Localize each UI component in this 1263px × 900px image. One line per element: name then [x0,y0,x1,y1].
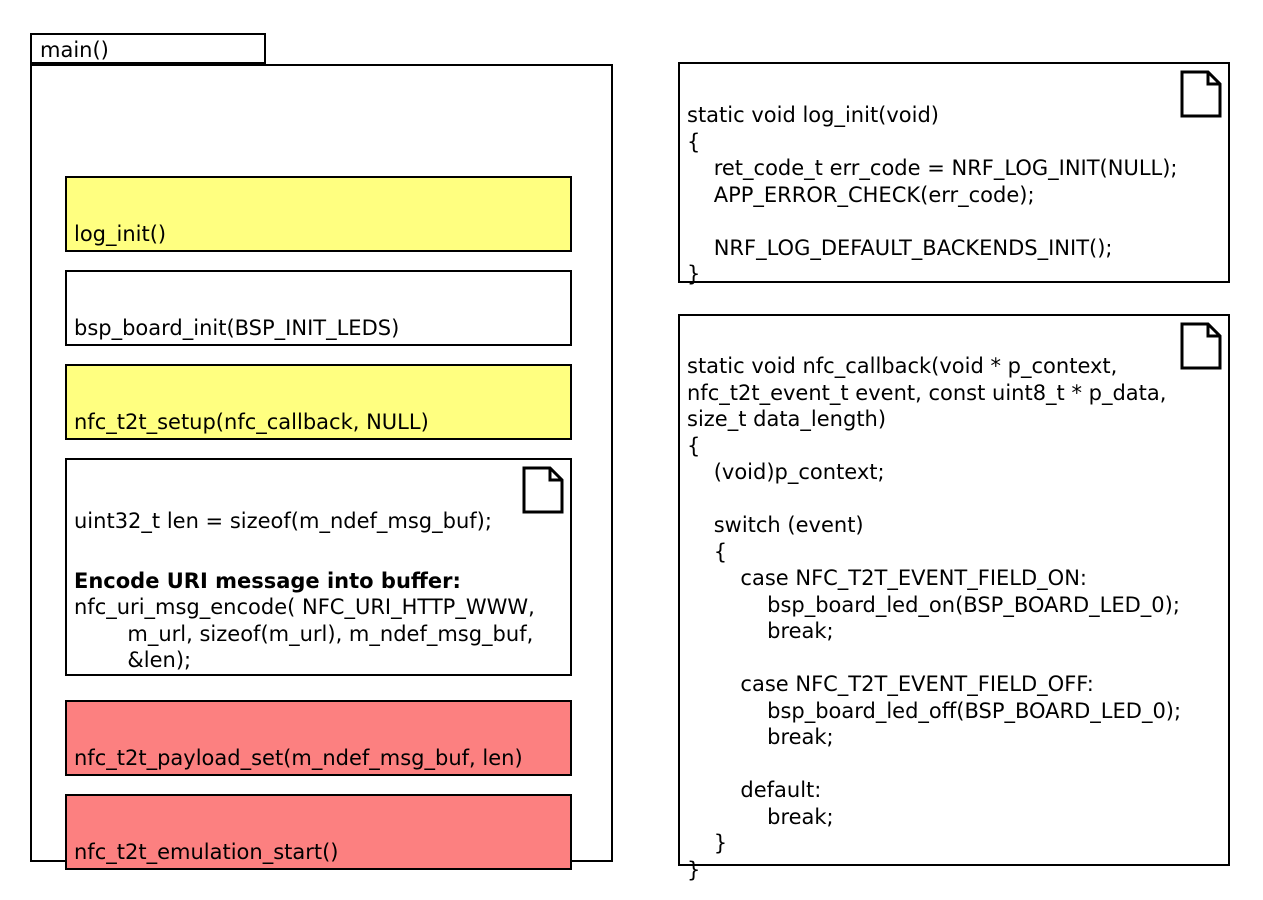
main-frame-tab-label: main() [40,38,109,62]
step-encode-uri-heading: Encode URI message into buffer: [74,569,461,593]
step-nfc-t2t-setup-label: nfc_t2t_setup(nfc_callback, NULL) [74,410,429,434]
note-nfc-callback[interactable]: static void nfc_callback(void * p_contex… [678,314,1230,882]
note-log-init-code: static void log_init(void) { ret_code_t … [687,103,1178,286]
step-log-init[interactable]: log_init() [65,176,572,252]
step-nfc-t2t-payload-set[interactable]: nfc_t2t_payload_set(m_ndef_msg_buf, len) [65,700,572,776]
step-nfc-t2t-emulation-start-label: nfc_t2t_emulation_start() [74,840,339,864]
main-frame-body: log_init() bsp_board_init(BSP_INIT_LEDS)… [30,64,613,870]
note-page-icon [1180,322,1222,370]
step-encode-uri[interactable]: uint32_t len = sizeof(m_ndef_msg_buf); E… [65,458,572,676]
note-nfc-callback-code: static void nfc_callback(void * p_contex… [687,354,1182,882]
main-activity-frame: main() log_init() bsp_board_init(BSP_INI… [30,33,613,870]
step-nfc-t2t-setup[interactable]: nfc_t2t_setup(nfc_callback, NULL) [65,364,572,440]
note-page-icon [522,466,564,514]
step-log-init-label: log_init() [74,222,167,246]
step-encode-uri-line1: uint32_t len = sizeof(m_ndef_msg_buf); [74,509,492,533]
step-bsp-board-init-label: bsp_board_init(BSP_INIT_LEDS) [74,316,400,340]
step-bsp-board-init[interactable]: bsp_board_init(BSP_INIT_LEDS) [65,270,572,346]
step-nfc-t2t-emulation-start[interactable]: nfc_t2t_emulation_start() [65,794,572,870]
step-encode-uri-code: nfc_uri_msg_encode( NFC_URI_HTTP_WWW, m_… [74,595,535,672]
note-log-init[interactable]: static void log_init(void) { ret_code_t … [678,62,1230,286]
step-nfc-t2t-payload-set-label: nfc_t2t_payload_set(m_ndef_msg_buf, len) [74,746,523,770]
note-page-icon [1180,70,1222,118]
main-frame-tab: main() [30,33,266,64]
